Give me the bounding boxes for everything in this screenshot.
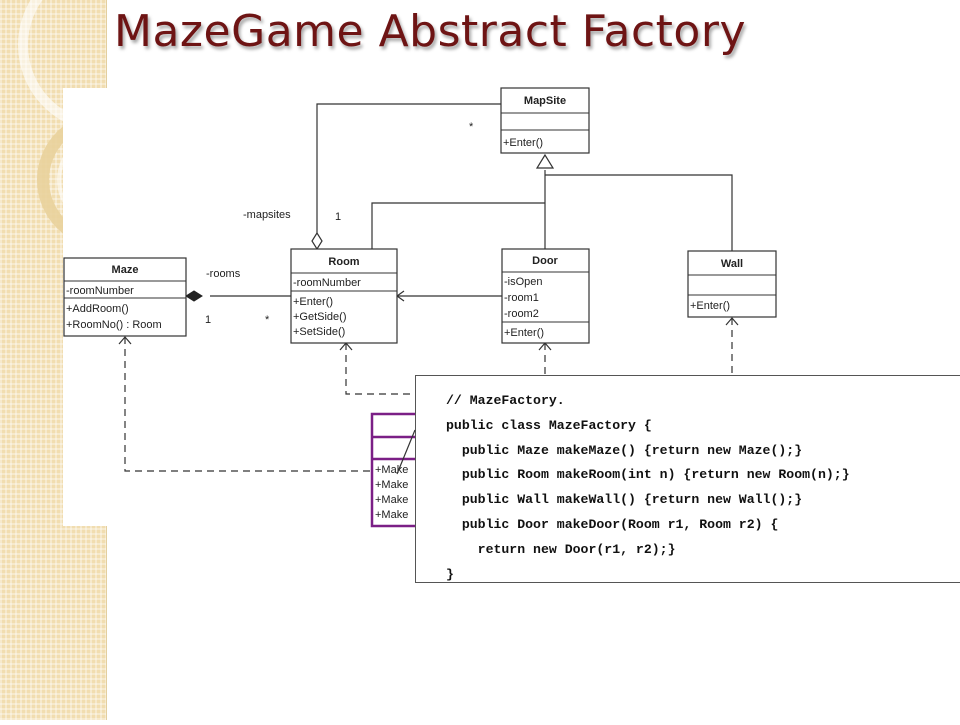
class-maze-attribute: -roomNumber bbox=[66, 285, 134, 297]
code-line: public Maze makeMaze() {return new Maze(… bbox=[446, 442, 803, 458]
class-maze-method: +AddRoom() bbox=[66, 303, 129, 315]
class-room-method: +Enter() bbox=[293, 296, 333, 308]
factory-method-fragment: +Make bbox=[375, 464, 408, 476]
class-room: Room -roomNumber +Enter() +GetSide() +Se… bbox=[290, 248, 398, 344]
generalization-triangle bbox=[535, 153, 555, 169]
class-mapsite-name: MapSite bbox=[524, 95, 566, 107]
code-line: } bbox=[446, 566, 454, 582]
factory-method-fragment: +Make bbox=[375, 479, 408, 491]
code-line: public class MazeFactory { bbox=[446, 417, 652, 433]
class-room-method: +GetSide() bbox=[293, 311, 347, 323]
code-line: return new Door(r1, r2);} bbox=[446, 541, 676, 557]
mapsites-role-label: -mapsites bbox=[243, 209, 291, 221]
slide-title: MazeGame Abstract Factory bbox=[114, 6, 746, 57]
rooms-multiplicity-maze: 1 bbox=[205, 314, 211, 326]
class-wall-name: Wall bbox=[721, 258, 743, 270]
class-room-name: Room bbox=[328, 256, 359, 268]
class-door-attribute: -room2 bbox=[504, 308, 539, 320]
factory-method-fragment: +Make bbox=[375, 509, 408, 521]
class-mapsite: MapSite +Enter() bbox=[500, 87, 590, 154]
class-door-attribute: -isOpen bbox=[504, 276, 543, 288]
code-line: public Room makeRoom(int n) {return new … bbox=[446, 467, 850, 483]
mapsites-multiplicity-site: * bbox=[469, 121, 474, 133]
maze-dependency-line bbox=[124, 337, 372, 472]
rooms-multiplicity-room: * bbox=[265, 314, 270, 326]
mapsites-multiplicity-room: 1 bbox=[335, 211, 341, 223]
class-maze-method: +RoomNo() : Room bbox=[66, 319, 162, 331]
class-door-method: +Enter() bbox=[504, 327, 544, 339]
rooms-role-label: -rooms bbox=[206, 268, 241, 280]
code-line: public Door makeDoor(Room r1, Room r2) { bbox=[446, 516, 779, 532]
class-maze: Maze -roomNumber +AddRoom() +RoomNo() : … bbox=[63, 257, 187, 337]
class-mapsite-method: +Enter() bbox=[503, 137, 543, 149]
code-panel: // MazeFactory. public class MazeFactory… bbox=[415, 375, 960, 583]
code-line: // MazeFactory. bbox=[446, 393, 565, 408]
room-generalization-line bbox=[371, 202, 545, 249]
room-dependency-line bbox=[345, 343, 415, 395]
mapsites-association-line bbox=[316, 103, 501, 233]
class-door-attribute: -room1 bbox=[504, 292, 539, 304]
wall-generalization-line bbox=[545, 174, 733, 251]
diagram-background-right bbox=[415, 88, 960, 375]
class-door: Door -isOpen -room1 -room2 +Enter() bbox=[501, 248, 590, 344]
maze-dependency-arrowhead bbox=[118, 336, 132, 345]
class-wall-method: +Enter() bbox=[690, 300, 730, 312]
class-maze-name: Maze bbox=[112, 264, 139, 276]
class-room-method: +SetSide() bbox=[293, 326, 345, 338]
wall-dependency-arrowhead bbox=[725, 317, 739, 326]
composition-diamond bbox=[185, 290, 203, 302]
class-wall: Wall +Enter() bbox=[687, 250, 777, 318]
class-room-attribute: -roomNumber bbox=[293, 277, 361, 289]
factory-method-fragment: +Make bbox=[375, 494, 408, 506]
class-door-name: Door bbox=[532, 255, 558, 267]
code-line: public Wall makeWall() {return new Wall(… bbox=[446, 492, 803, 508]
